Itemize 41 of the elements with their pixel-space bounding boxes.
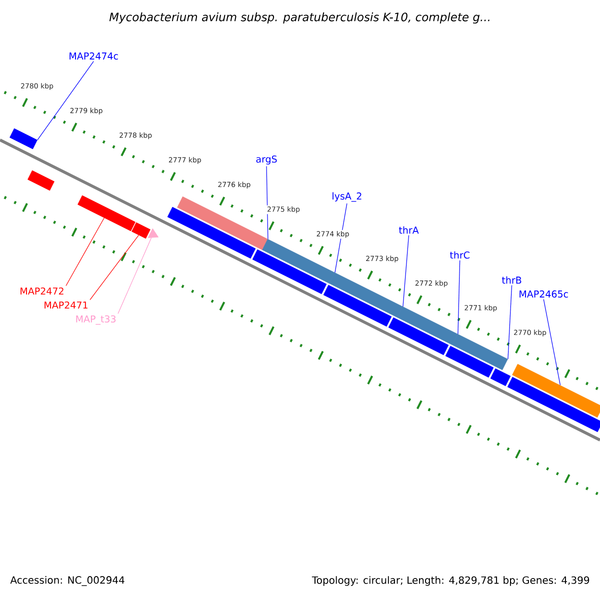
gene-bar [78,195,136,232]
gene-label: MAP2471 [44,301,88,309]
gene-bar [323,284,392,327]
gene-bar [167,206,256,259]
gene-bar [28,170,54,191]
gene-label: MAP2472 [20,287,64,295]
leader-line [37,60,94,140]
gene-label: MAP2465c [520,290,568,298]
gene-bar [388,317,449,356]
gene-bar [252,249,327,294]
gene-label: MAP_t33 [76,315,116,325]
gene-bar [132,222,150,239]
gene-label: thrA [398,226,419,234]
gene-bar [329,272,403,318]
footer-text: Accession: NC_002944 [10,576,124,586]
leader-line [402,235,410,307]
leader-line [458,260,460,334]
gene-bar [397,306,458,346]
gene-bar [452,334,508,370]
gene-label: MAP2474c [70,52,118,60]
footer-text: Topology: circular; Length: 4,829,781 bp; Genes: 4,399 [312,576,590,586]
leader-line [334,203,348,273]
gene-label: argS [256,155,277,164]
leader-line [266,166,268,240]
leader-line [66,218,104,286]
gene-bar [512,364,600,418]
gene-label: thrB [502,276,522,284]
leader-line [90,234,139,300]
leader-line [118,237,152,314]
gene-bar [507,376,600,432]
gene-bar [490,368,511,386]
title: Mycobacterium avium subsp. paratuberculosis K-10, complete g... [109,12,490,24]
gene-label: thrC [450,251,470,259]
gene-bar [445,346,494,378]
gene-bar [262,238,335,284]
gene-label: lysA_2 [332,192,362,202]
gene-bar [10,128,38,150]
gene-triangle [148,228,159,238]
leader-line [543,299,561,386]
gene-bar [177,196,268,250]
leader-line [508,285,512,360]
